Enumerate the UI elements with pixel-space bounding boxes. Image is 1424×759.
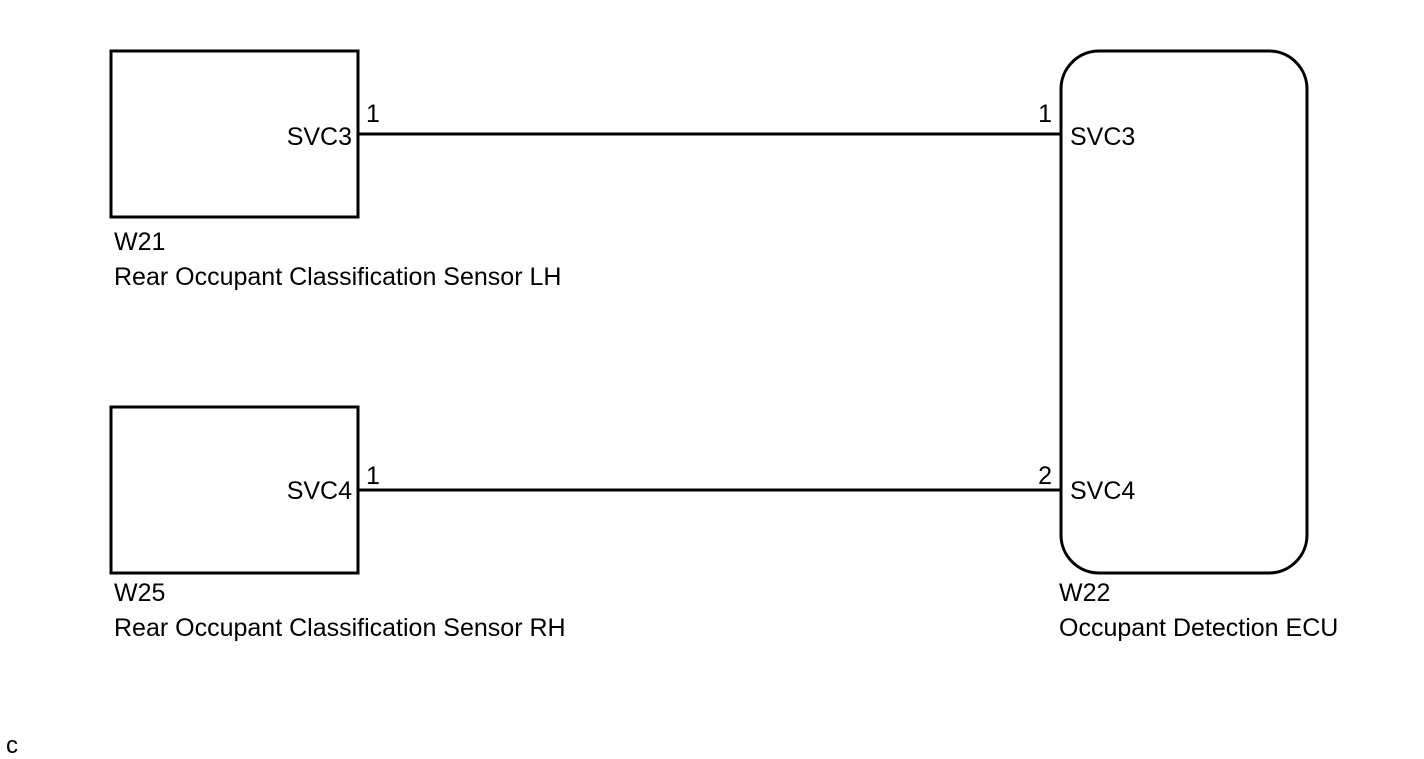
- sensor-lh-name: Rear Occupant Classification Sensor LH: [114, 263, 561, 291]
- ecu-pin2-label: SVC4: [1070, 477, 1135, 505]
- sensor-rh-pin-number: 1: [366, 462, 380, 490]
- corner-mark: c: [6, 732, 18, 759]
- ecu-box: [1059, 49, 1309, 575]
- ecu-connector-id: W22: [1059, 579, 1110, 607]
- ecu-name: Occupant Detection ECU: [1059, 614, 1338, 642]
- sensor-lh-connector-id: W21: [114, 228, 165, 256]
- ecu-pin2-number: 2: [1038, 462, 1052, 490]
- sensor-lh-pin-number: 1: [366, 100, 380, 128]
- sensor-rh-connector-id: W25: [114, 579, 165, 607]
- ecu-pin1-number: 1: [1038, 100, 1052, 128]
- sensor-rh-pin-label: SVC4: [287, 477, 352, 505]
- ecu-pin1-label: SVC3: [1070, 123, 1135, 151]
- sensor-lh-pin-label: SVC3: [287, 123, 352, 151]
- sensor-rh-name: Rear Occupant Classification Sensor RH: [114, 614, 566, 642]
